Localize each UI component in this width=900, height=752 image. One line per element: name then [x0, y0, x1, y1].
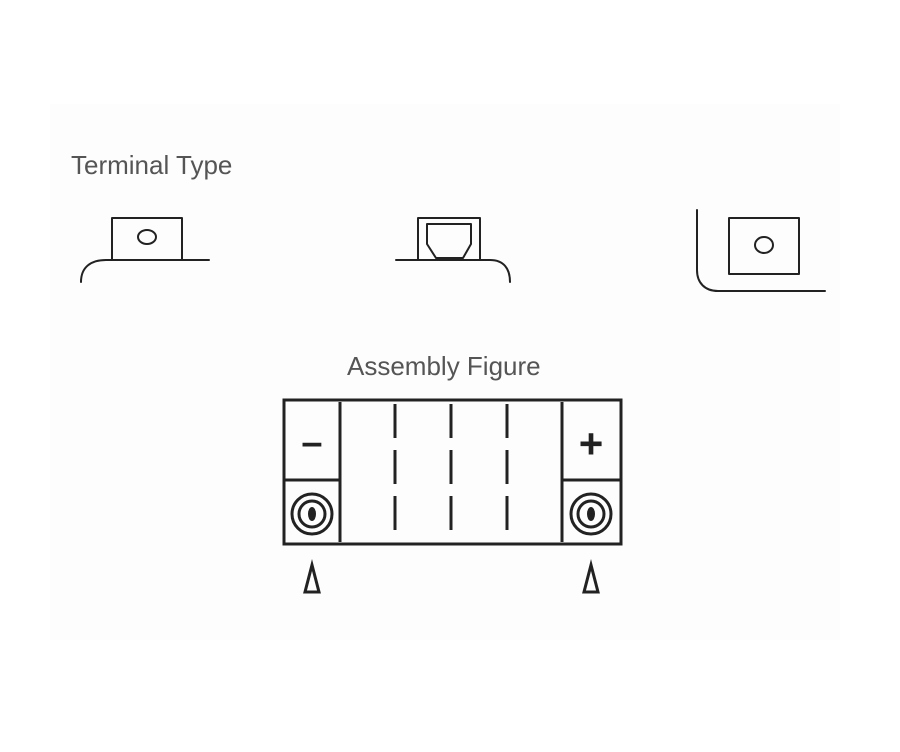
negative-bolt-outer-ring	[290, 492, 334, 536]
terminal-type-1-case-outline	[80, 259, 210, 283]
positive-bolt-inner-ring	[576, 499, 606, 529]
negative-terminal-bolt	[290, 492, 334, 536]
terminal-type-3-case-outline	[696, 209, 826, 292]
battery-outline	[282, 398, 623, 546]
negative-bolt-inner-ring	[297, 499, 327, 529]
negative-terminal-pointer	[303, 559, 321, 594]
positive-terminal-bolt	[569, 492, 613, 536]
cell-dividers	[393, 402, 509, 542]
battery-assembly	[282, 398, 623, 594]
terminal-type-title: Terminal Type	[71, 150, 233, 180]
positive-symbol: +	[579, 420, 604, 467]
terminal-type-2-clamp	[426, 223, 472, 259]
positive-bolt-outer-ring	[569, 492, 613, 536]
terminal-type-3	[696, 209, 826, 292]
terminal-type-3-plate	[728, 217, 800, 275]
terminal-type-3-hole	[754, 236, 774, 254]
assembly-figure-title: Assembly Figure	[347, 351, 541, 381]
positive-bolt-center	[587, 507, 595, 521]
negative-symbol: –	[301, 422, 322, 464]
terminal-type-1	[80, 217, 210, 283]
terminal-type-2-post	[417, 217, 481, 261]
terminal-type-2-case-outline	[395, 259, 511, 283]
terminal-type-1-post	[111, 217, 183, 261]
positive-terminal-pointer	[582, 559, 600, 594]
terminal-type-2	[395, 217, 511, 283]
terminal-type-1-hole	[137, 229, 157, 245]
diagram-panel	[50, 104, 840, 640]
negative-bolt-center	[308, 507, 316, 521]
